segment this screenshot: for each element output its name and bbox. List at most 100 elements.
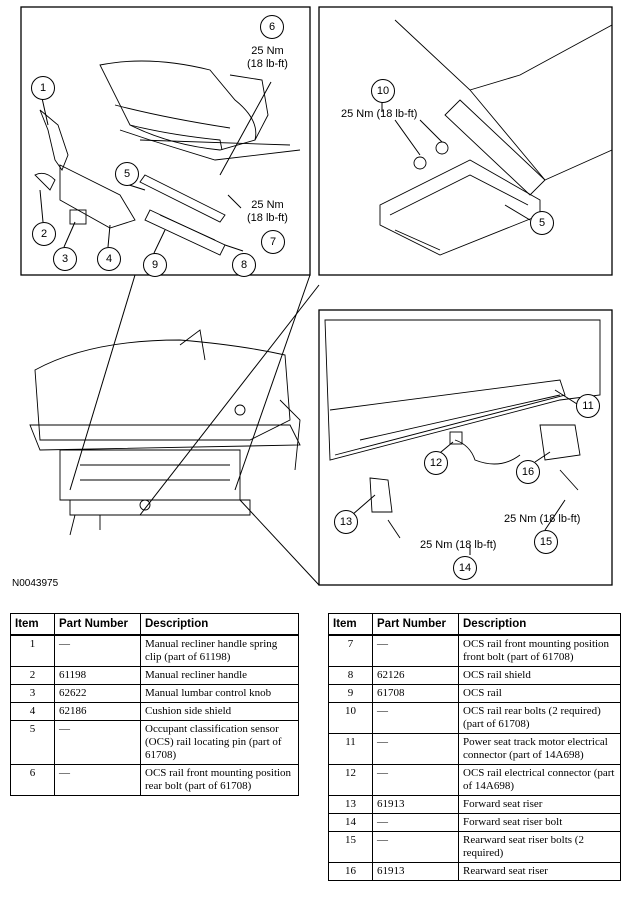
callout-13: 13 [334,510,358,534]
description-cell: Cushion side shield [140,702,299,721]
recliner-handle-sketch [34,109,136,229]
description-cell: OCS rail [458,684,621,703]
torque-spec-10: 25 Nm (18 lb-ft) [341,108,418,120]
inset-frame-bottom-right [318,309,613,586]
figure-id: N0043975 [12,578,59,589]
callout-7: 7 [261,230,285,254]
description-cell: OCS rail front mounting position front b… [458,634,621,667]
column-header-description: Description [140,613,299,636]
torque-lbft: (18 lb-ft) [247,58,288,70]
item-cell: 7 [328,634,373,667]
part-number-cell: 62186 [54,702,141,721]
column-header-part-number: Part Number [54,613,141,636]
leader-line [139,284,320,516]
part-number-cell: — [372,634,459,667]
description-cell: Forward seat riser [458,795,621,814]
item-cell: 10 [328,702,373,734]
item-cell: 16 [328,862,373,881]
table-row: 10—OCS rail rear bolts (2 required) (par… [328,702,621,734]
callout-9: 9 [143,253,167,277]
item-cell: 4 [10,702,55,721]
description-cell: Manual recliner handle spring clip (part… [140,634,299,667]
item-cell: 12 [328,764,373,796]
parts-table-right: Item Part Number Description 7—OCS rail … [328,613,621,881]
callout-4: 4 [97,247,121,271]
table-row: 1—Manual recliner handle spring clip (pa… [10,634,299,667]
leader-line [69,274,136,491]
item-cell: 11 [328,733,373,765]
item-cell: 15 [328,831,373,863]
column-header-description: Description [458,613,621,636]
seat-cushion-sketch [99,60,301,161]
item-cell: 13 [328,795,373,814]
description-cell: Rearward seat riser bolts (2 required) [458,831,621,863]
table-row: 11—Power seat track motor electrical con… [328,733,621,765]
callout-12: 12 [424,451,448,475]
part-number-cell: 61708 [372,684,459,703]
description-cell: Forward seat riser bolt [458,813,621,832]
inset-frame-top-right [318,6,613,276]
description-cell: OCS rail front mounting position rear bo… [140,764,299,796]
part-number-cell: — [372,831,459,863]
main-seat-sketch [29,329,301,536]
item-cell: 6 [10,764,55,796]
diagram-artwork [20,6,613,586]
callout-6: 6 [260,15,284,39]
part-number-cell: — [54,720,141,765]
callout-11: 11 [576,394,600,418]
callout-2: 2 [32,222,56,246]
part-number-cell: 62126 [372,666,459,685]
description-cell: Manual lumbar control knob [140,684,299,703]
torque-spec-6: 25 Nm (18 lb-ft) [247,45,288,71]
exploded-diagram: 1 2 3 4 5 6 7 8 9 10 5 11 12 13 14 15 16… [12,6,613,589]
callout-15: 15 [534,530,558,554]
item-cell: 8 [328,666,373,685]
item-cell: 2 [10,666,55,685]
leader-line [239,499,320,586]
table-header-row: Item Part Number Description [328,613,621,636]
part-number-cell: — [372,702,459,734]
description-cell: OCS rail electrical connector (part of 1… [458,764,621,796]
part-number-cell: 61913 [372,795,459,814]
torque-spec-14: 25 Nm (18 lb-ft) [420,539,497,551]
item-cell: 3 [10,684,55,703]
column-header-item: Item [328,613,373,636]
column-header-item: Item [10,613,55,636]
column-header-part-number: Part Number [372,613,459,636]
seat-frame-sketch [379,19,613,256]
item-cell: 9 [328,684,373,703]
description-cell: OCS rail rear bolts (2 required) (part o… [458,702,621,734]
torque-spec-7: 25 Nm (18 lb-ft) [247,199,288,225]
callout-5-top-left: 5 [115,162,139,186]
callout-1: 1 [31,76,55,100]
torque-nm: 25 Nm [251,199,284,211]
item-cell: 14 [328,813,373,832]
inset-frame-top-left [20,6,311,276]
torque-lbft: (18 lb-ft) [247,212,288,224]
table-row: 6—OCS rail front mounting position rear … [10,764,299,796]
description-cell: Power seat track motor electrical connec… [458,733,621,765]
callout-8: 8 [232,253,256,277]
ocs-rail-sketch [139,174,226,256]
callout-16: 16 [516,460,540,484]
part-number-cell: — [372,813,459,832]
description-cell: Manual recliner handle [140,666,299,685]
table-row: 5—Occupant classification sensor (OCS) r… [10,720,299,765]
torque-nm: 25 Nm [251,45,284,57]
table-row: 7—OCS rail front mounting position front… [328,634,621,667]
callout-14: 14 [453,556,477,580]
item-cell: 5 [10,720,55,765]
part-number-cell: — [372,733,459,765]
part-number-cell: 61198 [54,666,141,685]
callout-5-top-right: 5 [530,211,554,235]
part-number-cell: 61913 [372,862,459,881]
rail-detail-sketch [324,319,601,539]
part-number-cell: — [372,764,459,796]
